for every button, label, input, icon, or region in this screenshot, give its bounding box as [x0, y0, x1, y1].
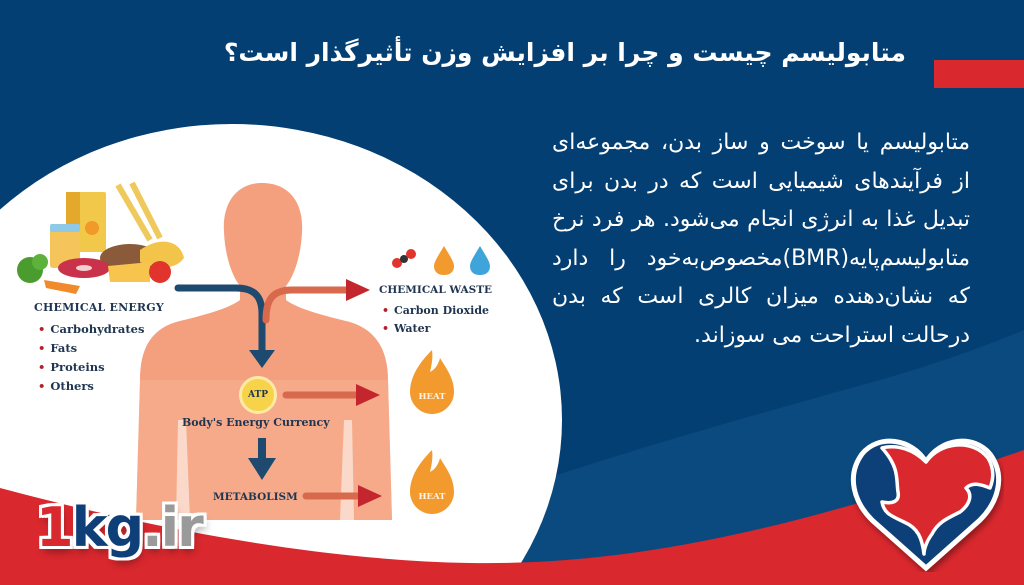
logo-digit: 1 — [36, 496, 74, 559]
logo-tld: .ir — [142, 496, 204, 559]
page-title: متابولیسم چیست و چرا بر افزایش وزن تأثیر… — [223, 38, 906, 67]
article-paragraph: متابولیسم یا سوخت و ساز بدن، مجموعه‌ای ا… — [552, 130, 970, 348]
site-logo[interactable]: 1kg.ir — [36, 496, 204, 559]
title-accent-bar — [934, 60, 1024, 88]
logo-kg: kg — [71, 496, 145, 559]
heart-arm-logo-icon — [850, 438, 1002, 572]
